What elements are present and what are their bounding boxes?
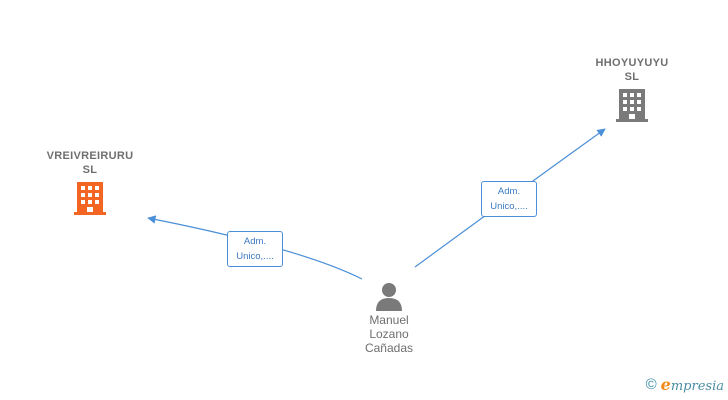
company-node-right[interactable]: HHOYUYUYU SL bbox=[582, 56, 682, 122]
person-icon bbox=[376, 283, 402, 311]
person-node[interactable]: Manuel Lozano Cañadas bbox=[349, 281, 429, 355]
edge-label-left[interactable]: Adm. Unico,.... bbox=[227, 231, 283, 267]
edge-label-right[interactable]: Adm. Unico,.... bbox=[481, 181, 537, 217]
company-node-left[interactable]: VREIVREIRURU SL bbox=[40, 149, 140, 215]
company-name-left: VREIVREIRURU SL bbox=[46, 150, 134, 176]
copyright-symbol: © bbox=[645, 376, 657, 393]
person-name: Manuel Lozano Cañadas bbox=[364, 313, 414, 355]
building-icon bbox=[616, 89, 648, 122]
brand-wordmark: empresia bbox=[660, 375, 724, 394]
building-icon bbox=[74, 182, 106, 215]
brand-logo[interactable]: © empresia bbox=[646, 375, 724, 394]
company-name-right: HHOYUYUYU SL bbox=[595, 57, 669, 83]
